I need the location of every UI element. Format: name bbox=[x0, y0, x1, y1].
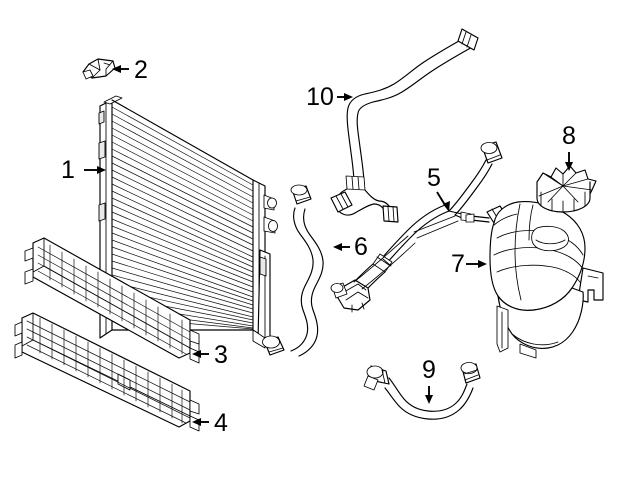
callout-10-number: 10 bbox=[306, 83, 334, 111]
part-pipe-5 bbox=[330, 141, 503, 313]
callout-1: 1 bbox=[61, 156, 106, 184]
cap-skirt-ribs bbox=[540, 191, 586, 213]
callout-2-number: 2 bbox=[134, 56, 148, 84]
part-lower-grille bbox=[14, 312, 200, 432]
part-hose-9 bbox=[363, 362, 481, 420]
callout-9-number: 9 bbox=[422, 356, 436, 384]
upper-grille-mesh-rows bbox=[37, 246, 191, 355]
part-expansion-tank bbox=[486, 200, 604, 359]
cap-flutes bbox=[538, 172, 593, 203]
callout-6-number: 6 bbox=[354, 233, 368, 261]
callout-3-number: 3 bbox=[214, 341, 228, 369]
part-coolant-sensor bbox=[82, 58, 116, 80]
callout-7-number: 7 bbox=[451, 250, 465, 278]
callout-10: 10 bbox=[306, 83, 353, 111]
lower-grille-mesh-cols bbox=[39, 317, 183, 424]
callout-8: 8 bbox=[562, 122, 576, 171]
callout-3: 3 bbox=[192, 341, 228, 369]
radiator-fins bbox=[111, 106, 254, 330]
callout-5: 5 bbox=[427, 164, 450, 212]
callout-8-number: 8 bbox=[562, 122, 576, 150]
part-hose-6 bbox=[262, 184, 324, 357]
callout-2: 2 bbox=[112, 56, 148, 84]
callout-1-number: 1 bbox=[61, 156, 75, 184]
part-upper-grille bbox=[24, 237, 200, 364]
upper-grille-mesh-cols bbox=[49, 244, 183, 355]
callout-7: 7 bbox=[451, 250, 487, 278]
callout-5-number: 5 bbox=[427, 164, 441, 192]
lower-grille-mesh-rows bbox=[26, 320, 191, 424]
callout-9: 9 bbox=[422, 356, 436, 404]
callout-4: 4 bbox=[192, 409, 228, 437]
part-hose-10 bbox=[330, 28, 479, 223]
part-tank-cap bbox=[536, 165, 597, 213]
callout-6: 6 bbox=[333, 233, 368, 261]
callout-4-number: 4 bbox=[214, 409, 228, 437]
